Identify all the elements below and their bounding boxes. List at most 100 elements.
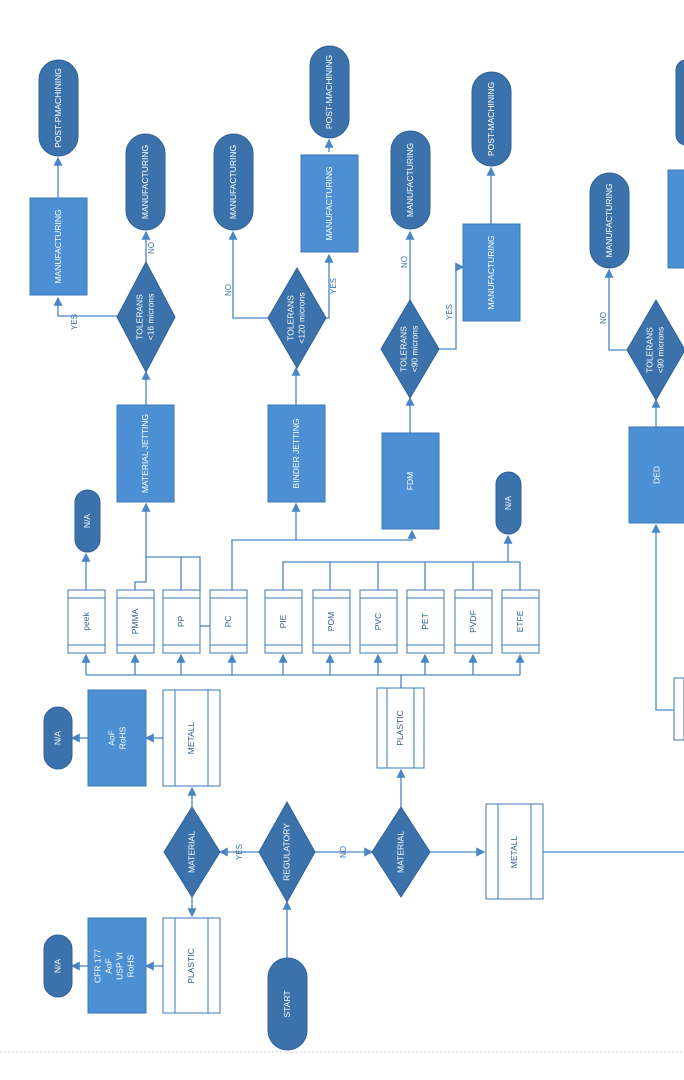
svg-text:N/A: N/A xyxy=(503,496,513,511)
svg-text:AoF: AoF xyxy=(106,730,116,746)
tolerans-16-decision: TOLERANS <16 microns xyxy=(116,260,176,374)
edge-no: NO xyxy=(599,312,608,324)
svg-text:AoF: AoF xyxy=(103,958,113,974)
svg-text:USP VI: USP VI xyxy=(114,952,124,980)
svg-text:CFR 177: CFR 177 xyxy=(92,949,102,983)
material-decision-regulated: MATERIAL xyxy=(163,806,221,898)
svg-text:METALL: METALL xyxy=(509,836,519,869)
fdm-process: FDM xyxy=(381,432,440,530)
material-box-label: PIE xyxy=(278,614,288,628)
manufacturing-process-fdm: MANUFACTURING xyxy=(462,223,521,322)
manufacturing-process-ded xyxy=(667,169,684,269)
material-jetting-process: MATERIAL JETTING xyxy=(116,404,175,503)
plastic-standards-box: CFR 177 AoF USP VI RoHS xyxy=(87,917,147,1014)
svg-text:PLASTIC: PLASTIC xyxy=(186,948,196,983)
edge-labels: YES NO YES NO NO YES NO YES NO xyxy=(70,242,608,860)
material-box-etfe: ETFE xyxy=(501,589,540,654)
svg-text:TOLERANS: TOLERANS xyxy=(134,294,144,340)
material-box-pom: POM xyxy=(312,589,351,654)
terminal-cropped xyxy=(675,59,684,146)
svg-text:MANUFACTURING: MANUFACTURING xyxy=(140,145,150,219)
material-box-pvdf: PVDF xyxy=(454,589,493,654)
material-box-label: PVC xyxy=(373,613,383,630)
edge-yes: YES xyxy=(329,278,338,294)
svg-text:N/A: N/A xyxy=(52,959,62,974)
svg-text:MATERIAL JETTING: MATERIAL JETTING xyxy=(140,414,150,493)
na-terminal-peek: N/A xyxy=(74,489,101,553)
edge-yes: YES xyxy=(70,314,79,330)
svg-text:POST-MACHINING: POST-MACHINING xyxy=(324,55,334,129)
start-terminal: START xyxy=(267,957,308,1051)
svg-text:MANUFACTURING: MANUFACTURING xyxy=(53,209,63,283)
plastic-table-unregulated: PLASTIC xyxy=(376,687,425,769)
material-box-label: ETFE xyxy=(515,610,525,632)
na-terminal-other-plastics: N/A xyxy=(495,471,522,535)
tolerans-120-decision: TOLERANS <120 microns xyxy=(267,267,327,369)
svg-text:TOLERANS: TOLERANS xyxy=(285,295,295,341)
tolerans-90-decision: TOLERANS <90 microns xyxy=(380,299,440,399)
material-box-label: PMMA xyxy=(130,608,140,634)
material-box-pvc: PVC xyxy=(359,589,398,654)
manufacturing-terminal-bj: MANUFACTURING xyxy=(213,133,254,231)
svg-text:N/A: N/A xyxy=(52,731,62,746)
material-decision-unregulated: MATERIAL xyxy=(371,806,431,898)
material-box-label: peek xyxy=(81,612,91,631)
svg-text:MANUFACTURING: MANUFACTURING xyxy=(604,183,614,257)
manufacturing-process-mj: MANUFACTURING xyxy=(29,197,88,296)
metall-standards-box: AoF RoHS xyxy=(87,689,147,787)
svg-text:<120 microns: <120 microns xyxy=(296,292,306,343)
svg-text:POST-MACHINING: POST-MACHINING xyxy=(486,82,496,156)
svg-text:MATERIAL: MATERIAL xyxy=(186,831,196,873)
metall-table-unregulated: METALL xyxy=(485,803,544,900)
connector-lines xyxy=(53,138,684,971)
svg-text:MANUFACTURING: MANUFACTURING xyxy=(324,166,334,240)
material-box-label: PC xyxy=(223,616,233,628)
svg-text:MANUFACTURING: MANUFACTURING xyxy=(228,145,238,219)
material-box-peek: peek xyxy=(67,589,106,654)
material-box-label: POM xyxy=(326,612,336,631)
svg-text:DED: DED xyxy=(651,466,661,484)
svg-text:BINDER JETTING: BINDER JETTING xyxy=(291,419,301,489)
edge-yes: YES xyxy=(445,304,454,320)
edge-no: NO xyxy=(339,846,348,858)
svg-text:MANUFACTURING: MANUFACTURING xyxy=(405,143,415,217)
material-box-pie: PIE xyxy=(264,589,303,654)
material-box-label: PVDF xyxy=(468,610,478,633)
edge-yes: YES xyxy=(235,844,244,860)
svg-text:TOLERANS: TOLERANS xyxy=(644,327,654,373)
na-terminal-plastic: N/A xyxy=(43,934,73,998)
post-machining-terminal-bj: POST-MACHINING xyxy=(309,45,350,139)
edge-no: NO xyxy=(147,242,156,254)
svg-text:REGULATORY: REGULATORY xyxy=(281,823,291,881)
svg-text:RoHS: RoHS xyxy=(125,954,135,977)
metall-table-cropped xyxy=(673,677,684,741)
regulatory-decision: REGULATORY xyxy=(258,800,316,904)
svg-text:RoHS: RoHS xyxy=(117,726,127,749)
na-terminal-metall: N/A xyxy=(43,706,73,770)
plastic-table-regulated: PLASTIC xyxy=(162,917,221,1014)
svg-text:MATERIAL: MATERIAL xyxy=(395,831,405,873)
tolerans-90-decision-ded: TOLERANS <90 microns xyxy=(626,299,684,401)
svg-text:MANUFACTURING: MANUFACTURING xyxy=(486,235,496,309)
svg-text:TOLERANS: TOLERANS xyxy=(398,326,408,372)
material-box-pp: PP xyxy=(162,589,201,654)
manufacturing-process-bj: MANUFACTURING xyxy=(300,154,359,253)
svg-text:POST-PMACHINING: POST-PMACHINING xyxy=(53,68,63,148)
svg-text:N/A: N/A xyxy=(82,514,92,529)
material-boxes: peek PMMA PP PC PIE POM PVC PET PVDF ETFE xyxy=(67,589,540,654)
metall-table-regulated: METALL xyxy=(162,689,221,787)
svg-text:METALL: METALL xyxy=(186,722,196,755)
binder-jetting-process: BINDER JETTING xyxy=(267,404,326,503)
material-box-label: PET xyxy=(420,613,430,630)
svg-text:<16 microns: <16 microns xyxy=(145,294,155,341)
edge-no: NO xyxy=(224,284,233,296)
manufacturing-terminal-mj: MANUFACTURING xyxy=(125,133,166,231)
manufacturing-terminal-fdm: MANUFACTURING xyxy=(390,130,431,230)
post-machining-terminal-fdm: POST-MACHINING xyxy=(471,71,512,167)
svg-text:<90 microns: <90 microns xyxy=(655,327,665,374)
svg-text:FDM: FDM xyxy=(405,472,415,490)
material-box-pc: PC xyxy=(209,589,248,654)
svg-text:PLASTIC: PLASTIC xyxy=(395,710,405,745)
